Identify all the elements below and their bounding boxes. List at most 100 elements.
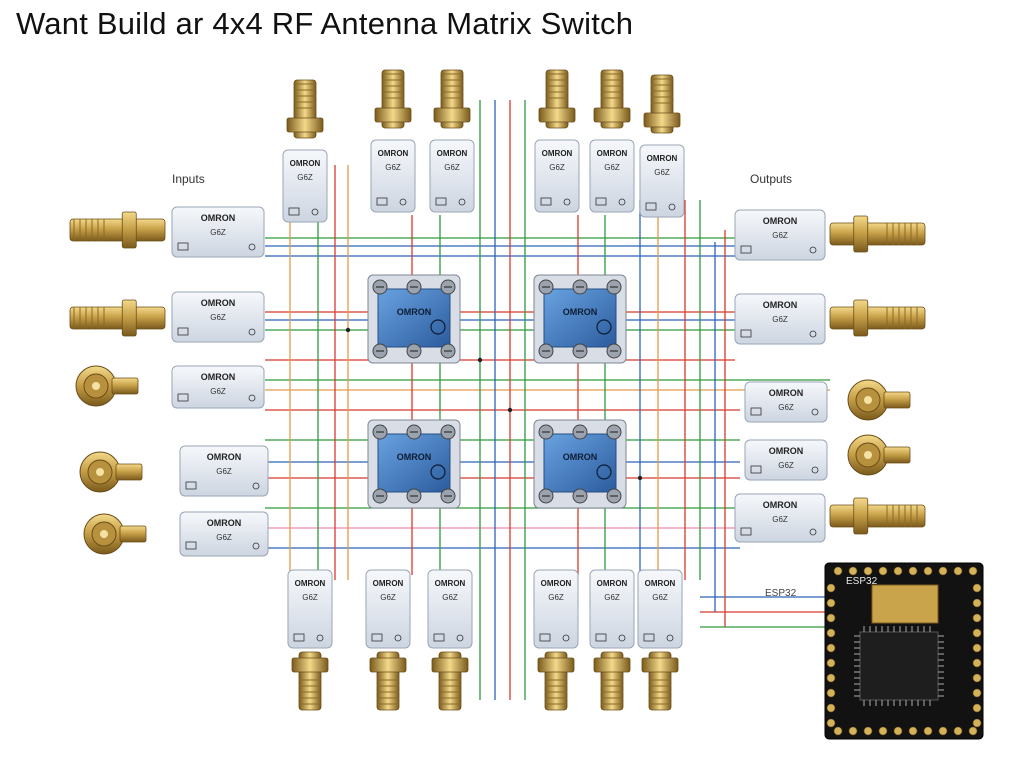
relay-body [534, 139, 580, 213]
relay-model-text: G6Z [772, 315, 788, 324]
relay-symbol [376, 197, 388, 206]
relay-module: OMRON G6Z [179, 445, 269, 497]
relay-symbol [539, 633, 551, 642]
pcb-pad [972, 628, 982, 638]
connector-barrel [883, 391, 911, 409]
relay-symbol [293, 633, 305, 642]
relay-model-text: G6Z [778, 461, 794, 470]
pcb-pad [953, 566, 963, 576]
relay-symbol [811, 408, 819, 416]
relay-symbol [740, 527, 752, 536]
relay-body [179, 445, 269, 497]
sma-connector-vertical [433, 69, 471, 129]
relay-symbol [809, 246, 817, 254]
connector-nut [374, 107, 412, 123]
inputs-label: Inputs [172, 172, 205, 186]
rf-shield [871, 584, 939, 624]
relay-body [639, 144, 685, 218]
crosspoint-plate [543, 288, 617, 348]
sma-connector-vertical [643, 74, 681, 134]
sma-connector-vertical [537, 651, 575, 711]
connector-nut [853, 299, 869, 337]
relay-symbol [643, 633, 655, 642]
pcb-pad [826, 613, 836, 623]
pcb-pad [972, 703, 982, 713]
pcb-pad [826, 628, 836, 638]
mcu-chip [859, 631, 939, 701]
relay-symbol [435, 197, 447, 206]
relay-body [637, 569, 683, 649]
connector-nut [643, 112, 681, 128]
connector-barrel [111, 377, 139, 395]
esp32-board: ESP32 [824, 562, 984, 740]
relay-brand-text: OMRON [541, 579, 572, 588]
diagram-title: Want Build ar 4x4 RF Antenna Matrix Swit… [16, 6, 634, 41]
pcb-pad [826, 598, 836, 608]
crosspoint-relay: OMRON [533, 419, 627, 509]
sma-connector-vertical [369, 651, 407, 711]
relay-model-text: G6Z [549, 163, 565, 172]
relay-symbol [316, 634, 324, 642]
pcb-pad [826, 673, 836, 683]
relay-brand-text: OMRON [435, 579, 466, 588]
relay-body [429, 139, 475, 213]
relay-model-text: G6Z [210, 228, 226, 237]
relay-symbol [252, 482, 260, 490]
wire-junction [507, 407, 513, 413]
relay-body [589, 569, 635, 649]
connector-nut [641, 657, 679, 673]
relay-symbol [177, 242, 189, 251]
relay-symbol [740, 329, 752, 338]
relay-symbol [562, 634, 570, 642]
connector-nut [286, 117, 324, 133]
crosspoint-symbol [596, 464, 612, 480]
relay-symbol [177, 327, 189, 336]
relay-model-text: G6Z [604, 163, 620, 172]
connector-nut [369, 657, 407, 673]
relay-symbol [252, 542, 260, 550]
relay-symbol [563, 198, 571, 206]
relay-symbol [458, 198, 466, 206]
pcb-pad [938, 726, 948, 736]
relay-brand-text: OMRON [295, 579, 326, 588]
wiring [265, 100, 830, 700]
relay-model-text: G6Z [210, 313, 226, 322]
relay-brand-text: OMRON [378, 149, 409, 158]
relay-symbol [311, 208, 319, 216]
sma-connector-vertical [291, 651, 329, 711]
relay-body [179, 511, 269, 557]
connector-pin [864, 451, 872, 459]
relay-model-text: G6Z [216, 533, 232, 542]
relay-symbol [177, 393, 189, 402]
sma-connector-round [847, 379, 911, 421]
connector-nut [291, 657, 329, 673]
connector-barrel [119, 525, 147, 543]
crosspoint-relay: OMRON [533, 274, 627, 364]
relay-body [744, 439, 828, 481]
esp32-label: ESP32 [765, 588, 797, 599]
relay-symbol [811, 466, 819, 474]
relay-model-text: G6Z [216, 467, 232, 476]
relay-brand-text: OMRON [207, 452, 242, 462]
crosspoint-plate [377, 288, 451, 348]
connector-nut [121, 299, 137, 337]
crosspoint-symbol [430, 464, 446, 480]
relay-symbol [595, 633, 607, 642]
pcb-pad [826, 583, 836, 593]
relay-brand-text: OMRON [597, 579, 628, 588]
relay-body [365, 569, 411, 649]
relay-body [171, 206, 265, 258]
pcb-pad [878, 726, 888, 736]
relay-body [171, 365, 265, 409]
